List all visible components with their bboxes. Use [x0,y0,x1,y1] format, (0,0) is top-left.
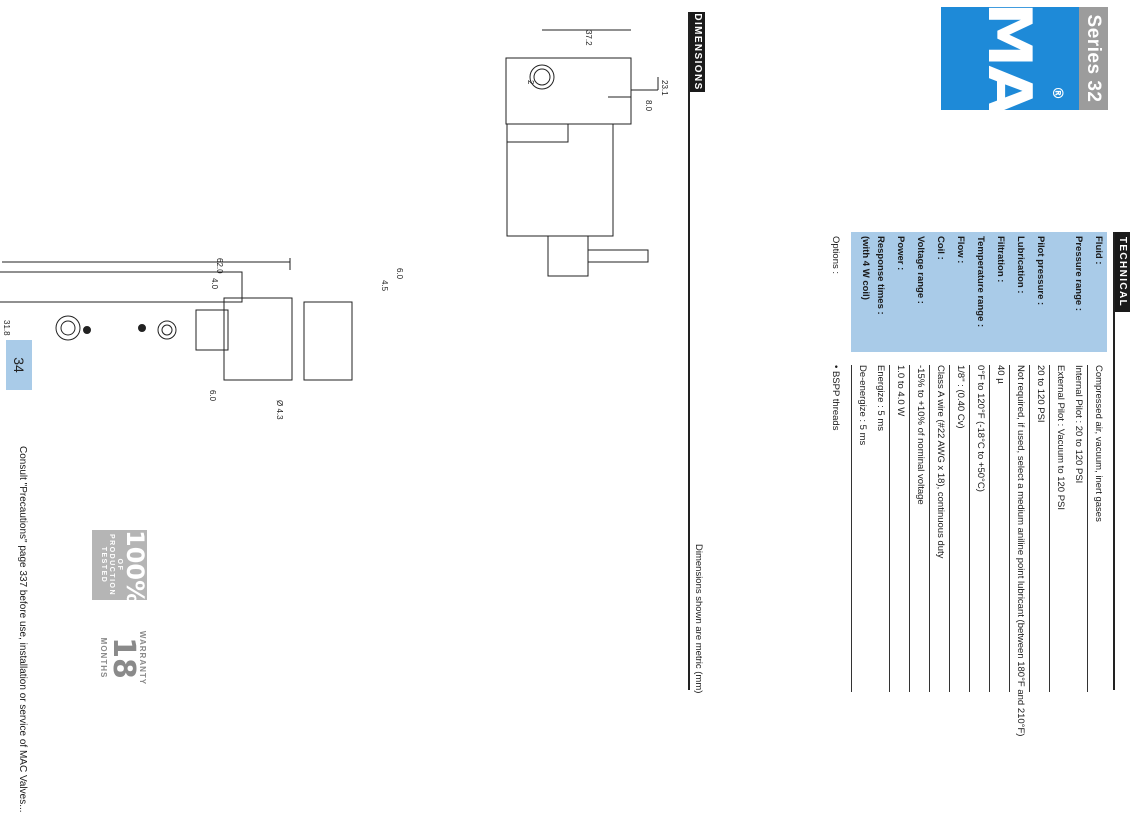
dim-37-2: 37.2 [584,30,593,46]
badge-tested: TESTED [100,546,107,584]
precautions-footnote: Consult "Precautions" page 337 before us… [17,446,28,813]
dim-6-0-a: 6.0 [395,268,404,280]
badge-production: PRODUCTION [108,533,115,597]
warranty-unit: MONTHS [99,637,108,679]
front-side-drawings: 62.0 31.8 4.0 6.0 4.5 6.0 Ø 4.3 [0,258,404,420]
production-tested-badge: 100% OF PRODUCTION TESTED [92,530,149,605]
page-number-text: 34 [11,357,27,373]
front-view-drawing [0,258,353,381]
rotated-page: Series 32 MAC ® TECHNICAL DATA Fluid :Co… [0,7,1130,813]
port-2: 2 [526,80,535,85]
dim-23-1: 23.1 [660,80,669,96]
page-number: 34 [6,340,32,390]
dim-dia-4-3: Ø 4.3 [275,400,284,420]
dim-31-8: 31.8 [2,320,11,336]
top-view-drawing [505,29,659,277]
warranty-badge: WARRANTY 18 MONTHS [92,623,147,693]
dim-4-0: 4.0 [210,278,219,290]
dim-62-0: 62.0 [215,258,224,274]
badge-100-top: 100% [121,530,149,605]
dim-4-5: 4.5 [380,280,389,292]
dimension-drawings: 37.2 23.1 8.0 2 [505,29,669,277]
dim-6-0-b: 6.0 [208,390,217,402]
front-view-labels: 62.0 31.8 4.0 6.0 4.5 6.0 Ø 4.3 [2,258,404,420]
top-view-labels: 37.2 23.1 8.0 2 [526,30,669,112]
warranty-number: 18 [106,637,141,679]
dim-8-0-top: 8.0 [644,100,653,112]
